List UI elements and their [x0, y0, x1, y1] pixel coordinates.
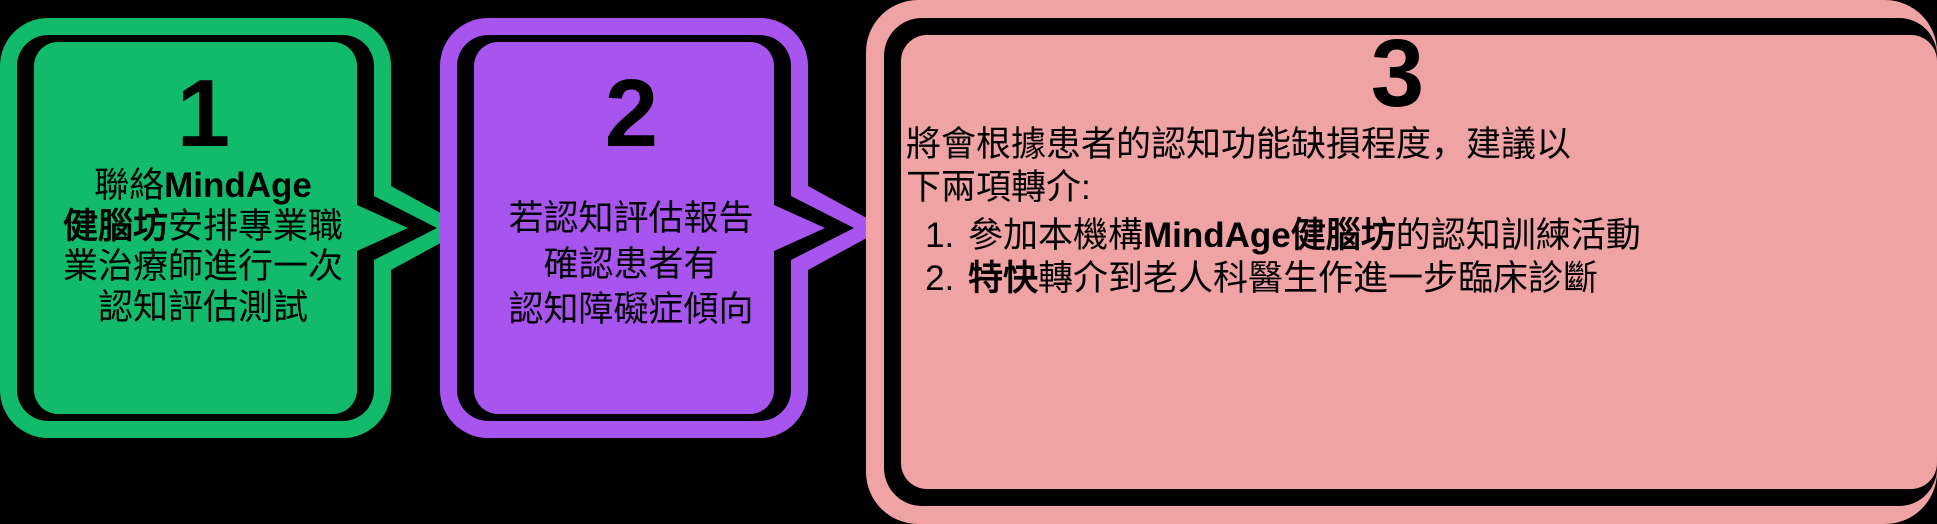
list-item: 參加本機構MindAge健腦坊的認知訓練活動 — [964, 215, 1888, 258]
step-1-line-1: 聯絡MindAge — [63, 166, 343, 207]
step-2-number: 2 — [604, 60, 658, 167]
step-3-intro-line-2: 下兩項轉介: — [906, 167, 1091, 207]
step-3-referral-list: 參加本機構MindAge健腦坊的認知訓練活動 特快轉介到老人科醫生作進一步臨床診… — [906, 215, 1888, 300]
step-3-content: 3 將會根據患者的認知功能缺損程度，建議以 下兩項轉介: 參加本機構MindAg… — [884, 20, 1910, 500]
step-3-intro-line-1: 將會根據患者的認知功能缺損程度，建議以 — [906, 125, 1572, 164]
step-3-item-1-seg-1: 參加本機構 — [968, 216, 1144, 256]
step-1-line-4: 認知評估測試 — [97, 287, 308, 327]
step-2-line-1: 若認知評估報告 — [508, 199, 754, 238]
step-1-line-2-seg-1: 健腦坊 — [62, 206, 168, 246]
step-3-item-1-seg-3: 的認知訓練活動 — [1395, 216, 1641, 256]
step-1-line-1-seg-2: MindAge — [164, 166, 312, 205]
step-3-item-2-seg-2: 轉介到老人科醫生作進一步臨床診斷 — [1038, 259, 1599, 299]
step-3-intro: 將會根據患者的認知功能缺損程度，建議以 下兩項轉介: — [906, 124, 1888, 209]
step-3-box[interactable] — [901, 35, 1937, 489]
step-2-line-3: 認知障礙症傾向 — [508, 290, 754, 329]
step-1-number: 1 — [176, 60, 230, 167]
step-3-number: 3 — [1370, 20, 1424, 127]
step-1-box[interactable] — [34, 42, 408, 414]
list-item: 特快轉介到老人科醫生作進一步臨床診斷 — [964, 258, 1888, 301]
step-1-line-2-seg-2: 安排專業職 — [168, 206, 344, 246]
step-2-content: 2 若認知評估報告 確認患者有 認知障礙症傾向 — [474, 56, 788, 380]
step-1-text: 聯絡MindAge 健腦坊安排專業職 業治療師進行一次 認知評估測試 — [63, 166, 343, 328]
step-1-line-3: 業治療師進行一次 — [62, 247, 343, 287]
step-1-line-2: 健腦坊安排專業職 — [63, 207, 343, 248]
step-2-box[interactable] — [474, 42, 825, 414]
step-2-text: 若認知評估報告 確認患者有 認知障礙症傾向 — [508, 196, 753, 333]
step-3-item-1-seg-2: MindAge健腦坊 — [1143, 216, 1396, 256]
step-1-content: 1 聯絡MindAge 健腦坊安排專業職 業治療師進行一次 認知評估測試 — [34, 56, 372, 380]
step-1-line-1-seg-1: 聯絡 — [94, 166, 165, 205]
step-2-line-2: 確認患者有 — [543, 244, 719, 284]
step-3-item-2-seg-1: 特快 — [968, 259, 1039, 299]
